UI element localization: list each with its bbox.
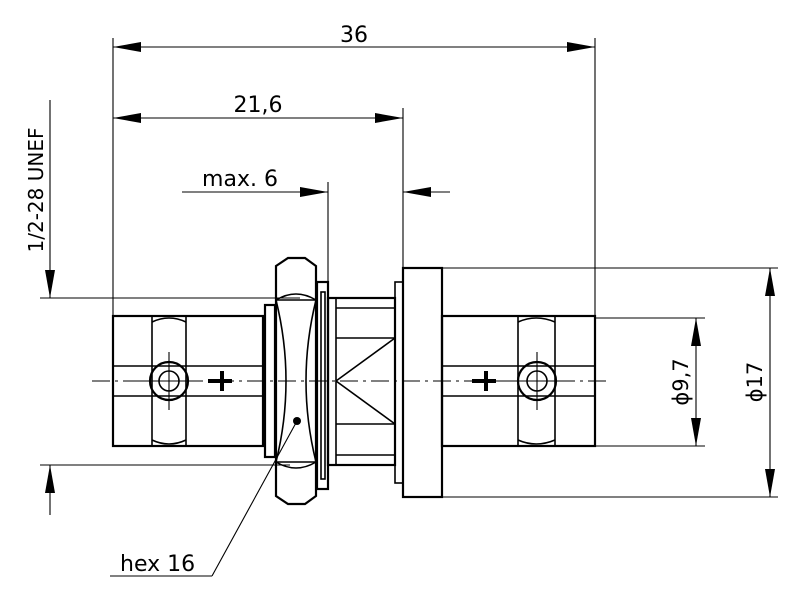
- dimension-body-length: 21,6: [113, 93, 404, 268]
- body-length-label: 21,6: [234, 93, 283, 118]
- dimension-inner-diameter: ϕ9,7: [595, 317, 705, 447]
- flange: [394, 266, 444, 499]
- hex-callout: hex 16: [110, 417, 301, 577]
- dimension-panel-thickness: max. 6: [182, 167, 450, 300]
- hex-label: hex 16: [120, 552, 195, 577]
- washer: [315, 280, 330, 491]
- hex-nut: [263, 256, 318, 506]
- left-bnc-sleeve: [111, 314, 265, 448]
- dimension-outer-diameter: ϕ17: [442, 267, 778, 498]
- dimension-thread: 1/2-28 UNEF: [24, 100, 300, 515]
- thread-label: 1/2-28 UNEF: [24, 128, 48, 253]
- inner-diameter-label: ϕ9,7: [669, 358, 693, 405]
- overall-length-label: 36: [340, 23, 368, 48]
- slot-mark: [472, 371, 496, 391]
- right-bnc-sleeve: [440, 314, 597, 448]
- outer-diameter-label: ϕ17: [743, 362, 767, 403]
- slot-mark: [208, 371, 232, 391]
- panel-thickness-label: max. 6: [202, 167, 278, 192]
